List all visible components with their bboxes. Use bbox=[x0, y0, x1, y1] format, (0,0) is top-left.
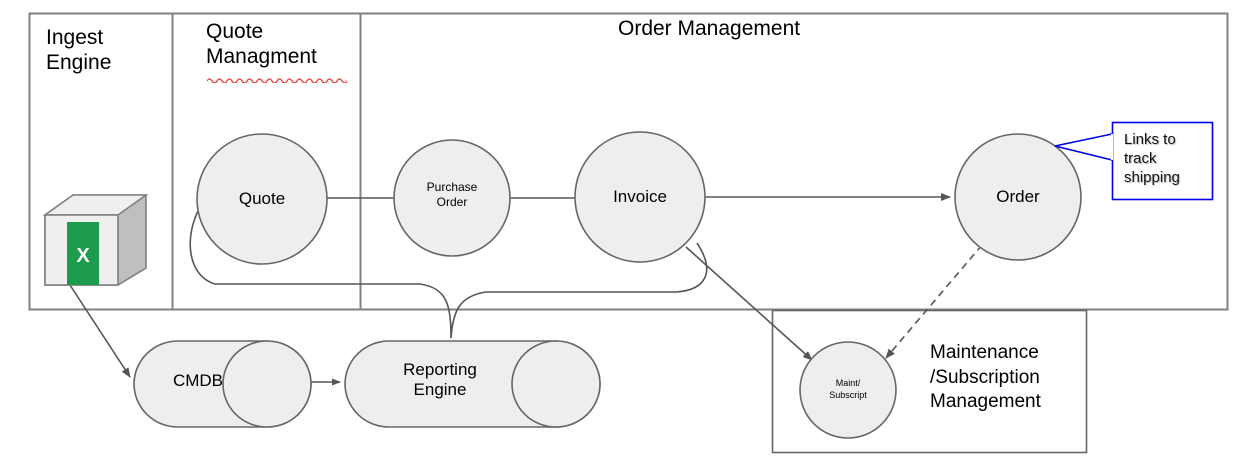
callout-label-links-to-track-shipping: Links to track shipping bbox=[1124, 131, 1180, 187]
node-label-purchase-order: Purchase Order bbox=[426, 180, 478, 209]
links-callout-shape[interactable] bbox=[1054, 121, 1214, 201]
node-maint-circle[interactable] bbox=[799, 341, 897, 439]
node-reporting-engine-cylinder[interactable] bbox=[344, 340, 601, 428]
reporting-engine-end-cap bbox=[511, 340, 601, 428]
node-order-circle[interactable] bbox=[954, 133, 1082, 261]
swimlane-title-order-management: Order Management bbox=[618, 17, 801, 40]
edge-invoice-to-maint bbox=[685, 246, 813, 361]
node-cmdb-cylinder[interactable] bbox=[133, 340, 312, 428]
maintenance-box-rect bbox=[771, 309, 1088, 454]
callout-pointer bbox=[1054, 133, 1113, 161]
edge-quote-to-reporting bbox=[189, 198, 452, 339]
node-label-invoice: Invoice bbox=[613, 187, 667, 206]
edge-group bbox=[67, 193, 983, 386]
excel-logo-x-glyph: X bbox=[76, 245, 90, 267]
edge-order-to-maint-dashed bbox=[885, 244, 983, 359]
swimlane-frame bbox=[28, 12, 1229, 311]
node-invoice-circle[interactable] bbox=[574, 131, 706, 263]
spellcheck-squiggle-icon bbox=[207, 78, 347, 83]
node-label-cmdb: CMDB bbox=[172, 371, 224, 390]
swimlane-title-quote-managment: Quote Managment bbox=[206, 20, 317, 68]
maintenance-box-label: Maintenance /Subscription Management bbox=[930, 342, 1041, 413]
swimlane-title-ingest-engine: Ingest Engine bbox=[46, 26, 112, 74]
node-quote-circle[interactable] bbox=[196, 133, 328, 265]
excel-file-box[interactable]: X bbox=[42, 194, 149, 286]
node-label-quote: Quote bbox=[238, 189, 286, 208]
edge-invoice-to-reporting bbox=[450, 242, 708, 339]
edge-excel-to-cmdb bbox=[67, 281, 131, 378]
cmdb-end-cap bbox=[222, 340, 312, 428]
main-frame-rect bbox=[28, 12, 1229, 311]
callout-box bbox=[1111, 121, 1214, 201]
node-purchase-order-circle[interactable] bbox=[393, 139, 511, 257]
excel-logo-green-block bbox=[67, 222, 99, 285]
node-label-maint-subscript: Maint/ Subscript bbox=[829, 378, 867, 400]
node-label-order: Order bbox=[996, 187, 1040, 206]
node-label-reporting-engine: Reporting Engine bbox=[403, 360, 477, 400]
